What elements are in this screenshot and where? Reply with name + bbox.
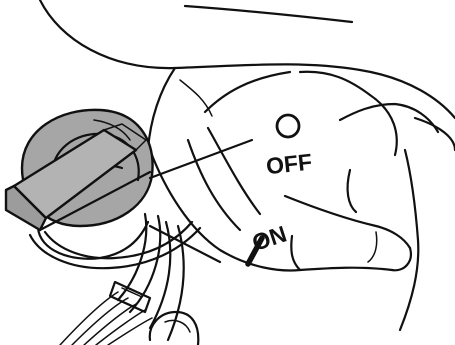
- on-indicator: ON: [248, 221, 290, 264]
- hose-bundle: [30, 214, 200, 345]
- fuel-cap: [6, 110, 153, 259]
- off-indicator: OFF: [265, 115, 313, 179]
- off-circle-icon: [277, 115, 299, 137]
- off-label: OFF: [265, 149, 313, 180]
